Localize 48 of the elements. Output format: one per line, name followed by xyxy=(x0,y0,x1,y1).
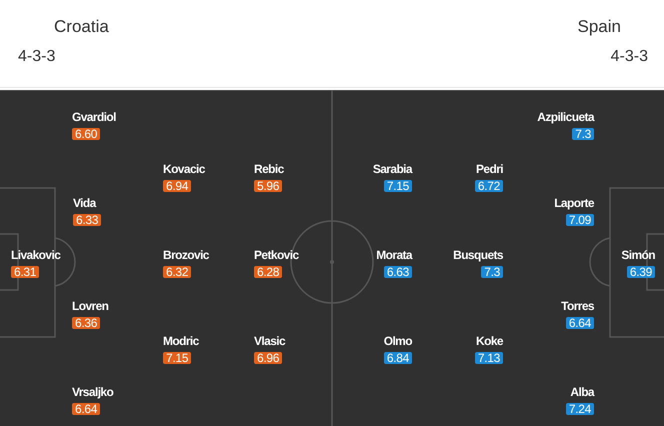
rating-badge: 6.64 xyxy=(566,317,594,329)
rating-badge: 6.28 xyxy=(254,266,282,278)
player-name: Rebic xyxy=(254,163,284,176)
player-name: Laporte xyxy=(554,197,594,210)
rating-badge: 7.24 xyxy=(566,403,594,415)
rating-badge: 7.15 xyxy=(384,180,412,192)
player-name: Busquets xyxy=(453,249,503,262)
player-name: Koke xyxy=(476,335,503,348)
player-name: Sarabia xyxy=(372,163,412,176)
rating-badge: 7.3 xyxy=(572,128,594,140)
player-name: Morata xyxy=(376,249,412,262)
player-name: Vida xyxy=(73,197,96,210)
rating-badge: 7.15 xyxy=(163,352,192,364)
player-name: Azpilicueta xyxy=(537,111,594,124)
player-name: Simón xyxy=(621,249,655,262)
player-name: Livakovic xyxy=(11,249,60,262)
rating-badge: 6.96 xyxy=(254,352,282,364)
rating-badge: 7.3 xyxy=(481,266,503,278)
team-name: Croatia xyxy=(54,17,109,37)
rating-badge: 6.94 xyxy=(163,180,192,192)
rating-badge: 6.72 xyxy=(474,180,503,192)
rating-badge: 6.36 xyxy=(72,317,100,329)
player-name: Gvardiol xyxy=(72,111,116,124)
player-name: Modric xyxy=(163,335,199,348)
player-name: Torres xyxy=(561,300,594,313)
rating-badge: 6.60 xyxy=(72,128,100,140)
rating-badge: 6.33 xyxy=(73,214,102,226)
rating-badge: 6.31 xyxy=(11,266,40,278)
rating-badge: 7.09 xyxy=(566,214,594,226)
rating-badge: 7.13 xyxy=(474,352,503,364)
rating-badge: 6.63 xyxy=(384,266,412,278)
rating-badge: 6.32 xyxy=(163,266,192,278)
player-name: Brozovic xyxy=(163,249,209,262)
player-name: Petkovic xyxy=(254,249,299,262)
team-name: Spain xyxy=(578,17,621,37)
player-name: Lovren xyxy=(72,300,108,313)
player-name: Vlasic xyxy=(254,335,286,348)
rating-badge: 6.39 xyxy=(626,266,655,278)
formation-label: 4-3-3 xyxy=(610,47,648,67)
rating-badge: 6.84 xyxy=(384,352,412,364)
formation-label: 4-3-3 xyxy=(18,47,56,67)
player-name: Vrsaljko xyxy=(72,386,114,399)
player-name: Kovacic xyxy=(163,163,205,176)
player-name: Alba xyxy=(570,386,594,399)
player-name: Pedri xyxy=(476,163,503,176)
rating-badge: 6.64 xyxy=(72,403,100,415)
player-name: Olmo xyxy=(384,335,412,348)
rating-badge: 5.96 xyxy=(254,180,282,192)
